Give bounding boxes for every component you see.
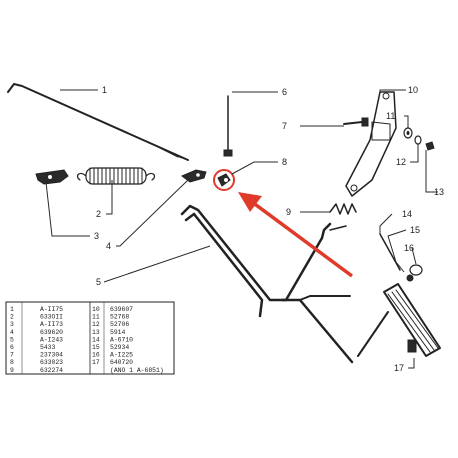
callout-labels: 1 2 3 4 5 6 7 8 9 10 11 12 13 14 15 16 1…: [94, 85, 444, 373]
table-row-code: 52934: [110, 344, 129, 351]
table-row-code: 632274: [40, 367, 63, 374]
part-3-bracket: [35, 169, 69, 185]
table-row-number: 10: [92, 306, 100, 313]
callout-8: 8: [282, 157, 287, 167]
callout-7: 7: [282, 121, 287, 131]
part-5-linkage: [180, 204, 354, 364]
callout-16: 16: [404, 243, 414, 253]
table-row-code: 640720: [110, 359, 133, 366]
table-row-number: 7: [10, 352, 14, 359]
table-row-number: 12: [92, 321, 100, 328]
table-row-code: 52768: [110, 314, 129, 321]
leader-lines: [45, 89, 438, 369]
table-row-code: A-II73: [40, 321, 63, 328]
table-row-code: A-6710: [110, 336, 133, 343]
table-row-code: 639620: [40, 329, 63, 336]
part-2-spring: [76, 167, 156, 185]
table-row-code: 237304: [40, 352, 63, 359]
table-row-number: 15: [92, 344, 100, 351]
callout-15: 15: [410, 225, 420, 235]
table-row-number: 9: [10, 367, 14, 374]
table-row-number: 6: [10, 344, 14, 351]
table-row-number: 17: [92, 359, 100, 366]
part-4-clip: [181, 169, 207, 183]
table-row-number: 3: [10, 321, 14, 328]
part-16-stop: [406, 264, 423, 282]
callout-6: 6: [282, 87, 287, 97]
callout-11: 11: [386, 111, 395, 121]
part-8-pin: [213, 169, 235, 191]
table-row-number: 14: [92, 336, 100, 343]
table-row-number: 13: [92, 329, 100, 336]
callout-13: 13: [434, 187, 444, 197]
highlight-arrow: [238, 192, 354, 278]
parts-table: 1 A-II75 2 633OII 3 A-II73 4 639620 5 A-I243 6 5433…: [5, 301, 175, 375]
table-row-number: 5: [10, 336, 14, 343]
part-13-nut: [425, 141, 435, 151]
table-row-number: 11: [92, 314, 100, 321]
callout-3: 3: [94, 231, 99, 241]
part-11-washer: [403, 127, 413, 139]
part-10-lever: [345, 91, 397, 197]
table-row-code: 5914: [110, 329, 126, 336]
table-row-code: A-I225: [110, 352, 133, 359]
part-7-bolt: [343, 117, 369, 127]
table-row-code: (ANO 1 A-6851): [110, 367, 164, 374]
table-row-code: 52706: [110, 321, 129, 328]
table-row-number: 2: [10, 314, 14, 321]
table-row-number: 4: [10, 329, 14, 336]
part-17-pedal: [357, 283, 441, 357]
callout-10: 10: [408, 85, 418, 95]
table-row-code: A-I243: [40, 336, 63, 343]
callout-9: 9: [286, 207, 291, 217]
table-row-number: 16: [92, 352, 100, 359]
table-row-number: 1: [10, 306, 14, 313]
part-1-rod: [7, 83, 189, 161]
callout-1: 1: [102, 85, 107, 95]
table-row-code: 5433: [40, 344, 56, 351]
part-9-spring: [329, 203, 357, 231]
table-row-code: 633OII: [40, 314, 63, 321]
callout-17: 17: [394, 363, 404, 373]
part-6-screw: [223, 95, 233, 157]
callout-14: 14: [402, 209, 412, 219]
table-row-code: 633023: [40, 359, 63, 366]
part-14-rod: [379, 233, 401, 271]
callout-4: 4: [106, 241, 111, 251]
table-row-code: 639607: [110, 306, 133, 313]
table-row-code: A-II75: [40, 306, 63, 313]
table-row-number: 8: [10, 359, 14, 366]
part-12-washer: [414, 135, 422, 145]
callout-12: 12: [396, 157, 406, 167]
callout-2: 2: [96, 209, 101, 219]
callout-5: 5: [96, 277, 101, 287]
